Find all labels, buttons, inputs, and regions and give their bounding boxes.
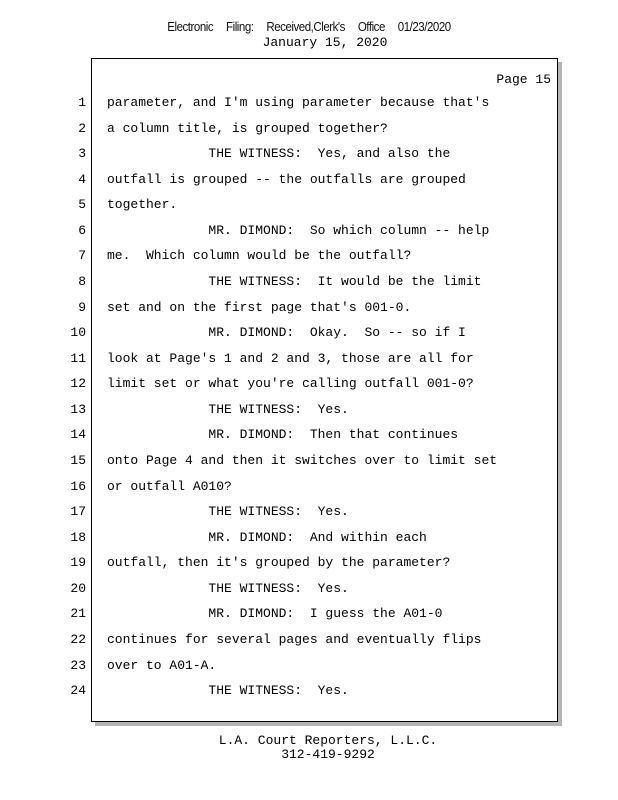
- transcript-line: MR. DIMOND: I guess the A01-0: [107, 606, 443, 622]
- line-number: 10: [70, 325, 86, 341]
- transcript-line: onto Page 4 and then it switches over to…: [107, 452, 498, 468]
- transcript-line: outfall, then it's grouped by the parame…: [107, 555, 451, 571]
- line-number: 6: [78, 222, 86, 238]
- line-number: 2: [78, 120, 86, 136]
- transcript-line: continues for several pages and eventual…: [107, 631, 482, 647]
- line-number: 4: [78, 171, 86, 187]
- transcript-line: THE WITNESS: Yes.: [107, 580, 349, 596]
- transcript-line: THE WITNESS: Yes.: [107, 401, 349, 417]
- transcript-line: me. Which column would be the outfall?: [107, 248, 412, 264]
- line-number: 7: [78, 248, 86, 264]
- line-number: 23: [70, 657, 86, 673]
- reporter-phone: 312-419-9292: [281, 747, 375, 762]
- line-number: 13: [70, 401, 86, 417]
- page-number: Page 15: [496, 72, 551, 87]
- line-number: 8: [78, 273, 86, 289]
- transcript-line: a column title, is grouped together?: [107, 120, 388, 136]
- line-number: 19: [70, 555, 86, 571]
- transcript-line: THE WITNESS: It would be the limit: [107, 273, 482, 289]
- line-number: 9: [78, 299, 86, 315]
- transcript-date: January 15, 2020: [262, 35, 388, 50]
- stamp-text: Received,Clerk's: [266, 20, 345, 34]
- transcript-line: look at Page's 1 and 2 and 3, those are …: [107, 350, 474, 366]
- reporter-company: L.A. Court Reporters, L.L.C.: [218, 733, 438, 748]
- line-number: 14: [70, 427, 86, 443]
- transcript-line: THE WITNESS: Yes, and also the: [107, 146, 451, 162]
- line-number: 18: [70, 529, 86, 545]
- transcript-line: THE WITNESS: Yes.: [107, 683, 349, 699]
- footer: L.A. Court Reporters, L.L.C. 312-419-929…: [0, 734, 618, 762]
- line-number: 16: [70, 478, 86, 494]
- transcript-page: Page 15: [91, 58, 558, 722]
- transcript-line: outfall is grouped -- the outfalls are g…: [107, 171, 466, 187]
- line-number: 24: [70, 683, 86, 699]
- transcript-line: parameter, and I'm using parameter becau…: [107, 95, 490, 110]
- stamp-text: 01/23/2020: [397, 20, 451, 34]
- line-number: 21: [70, 606, 86, 622]
- stamp-text: Office: [357, 20, 386, 34]
- line-number: 17: [70, 504, 86, 520]
- line-number: 20: [70, 580, 86, 596]
- transcript-line: MR. DIMOND: And within each: [107, 529, 427, 545]
- transcript-line: MR. DIMOND: Then that continues: [107, 427, 459, 443]
- transcript-line: MR. DIMOND: Okay. So -- so if I: [107, 325, 466, 341]
- transcript-line: limit set or what you're calling outfall…: [107, 376, 474, 392]
- line-number: 5: [78, 197, 86, 213]
- filing-stamp: Electronic Filing: Received,Clerk's Office 0…: [25, 20, 594, 34]
- transcript-line: THE WITNESS: Yes.: [107, 504, 349, 520]
- line-number: 22: [70, 631, 86, 647]
- transcript-line: or outfall A010?: [107, 478, 232, 494]
- stamp-text: Electronic: [167, 20, 214, 34]
- transcript-line: together.: [107, 197, 178, 213]
- line-number: 11: [70, 350, 86, 366]
- transcript-line: MR. DIMOND: So which column -- help: [107, 222, 490, 238]
- stamp-text: Filing:: [226, 20, 254, 34]
- line-number: 3: [78, 146, 86, 162]
- line-number: 15: [70, 452, 86, 468]
- transcript-line: set and on the first page that's 001-0.: [107, 299, 412, 315]
- line-number: 12: [70, 376, 86, 392]
- line-number: 1: [78, 95, 86, 110]
- transcript-line: over to A01-A.: [107, 657, 217, 673]
